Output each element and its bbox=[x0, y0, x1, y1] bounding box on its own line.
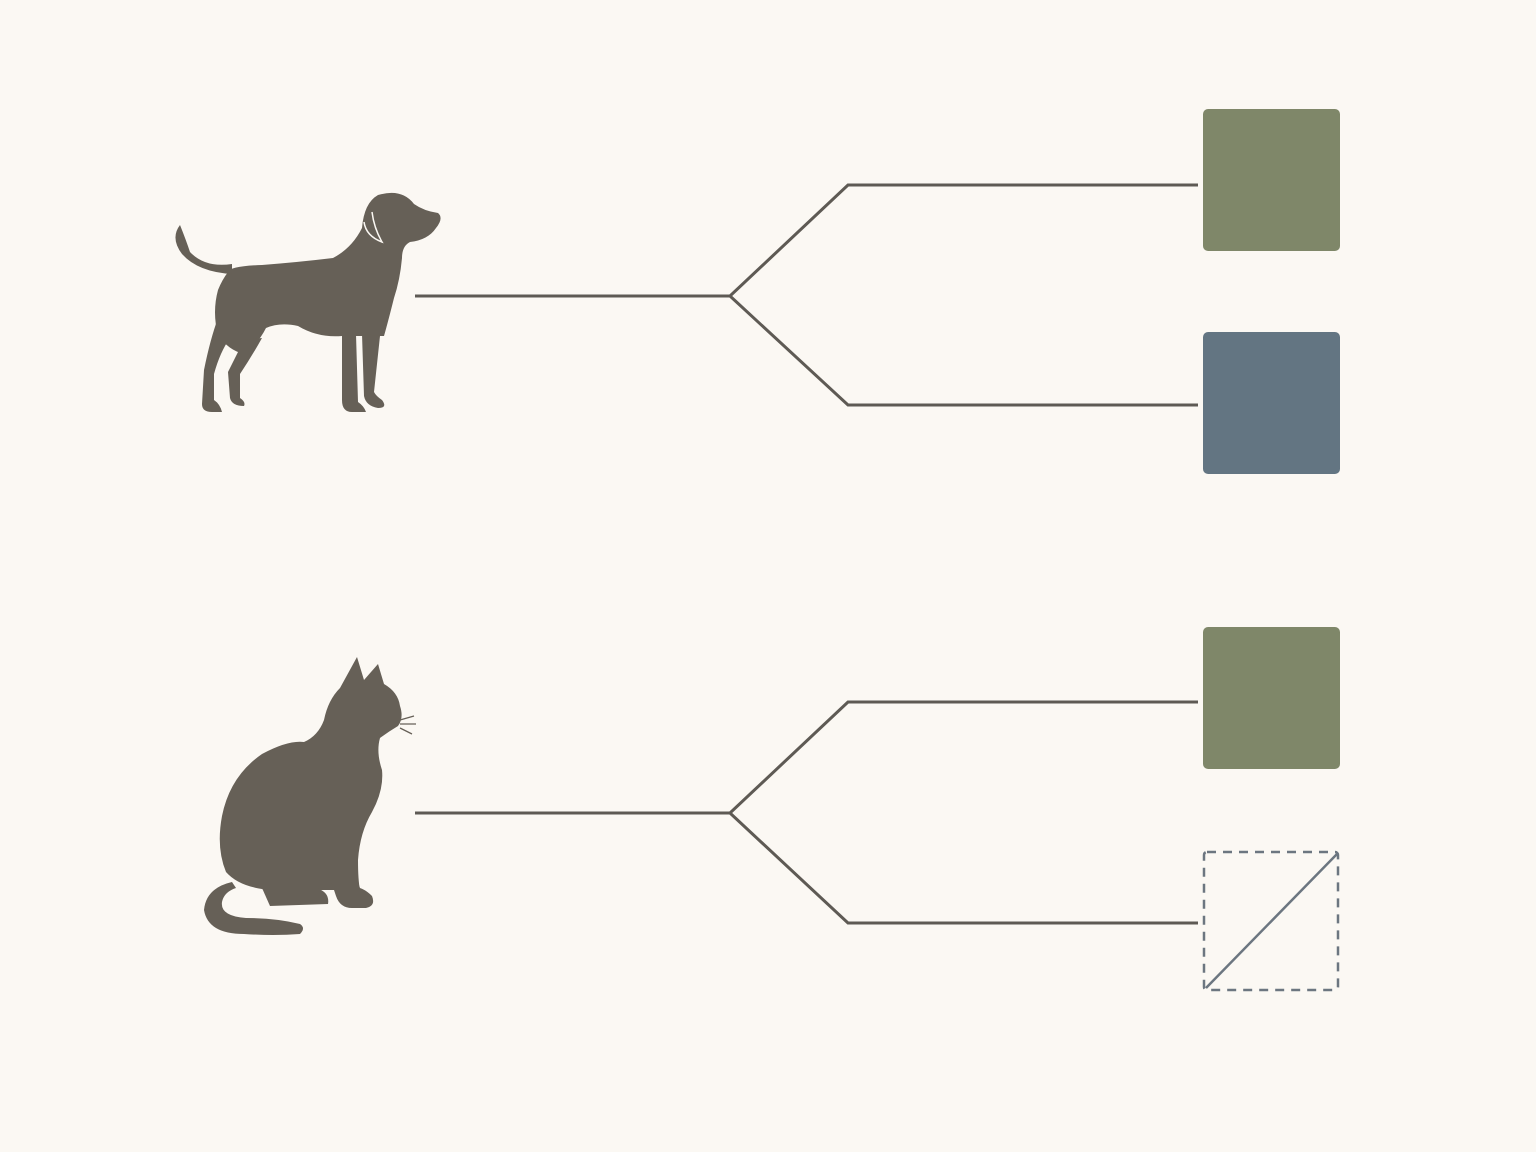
dog-group bbox=[175, 109, 1340, 474]
dog-connector bbox=[415, 183, 1198, 407]
cat-group bbox=[204, 627, 1340, 992]
dog-silhouette-icon bbox=[175, 192, 441, 412]
cat-silhouette-icon bbox=[204, 657, 416, 935]
dog-blue-box bbox=[1203, 332, 1340, 474]
dog-green-box bbox=[1203, 109, 1340, 251]
cat-connector bbox=[415, 700, 1198, 925]
cat-green-box bbox=[1203, 627, 1340, 769]
cat-empty-placeholder-box bbox=[1202, 850, 1340, 992]
